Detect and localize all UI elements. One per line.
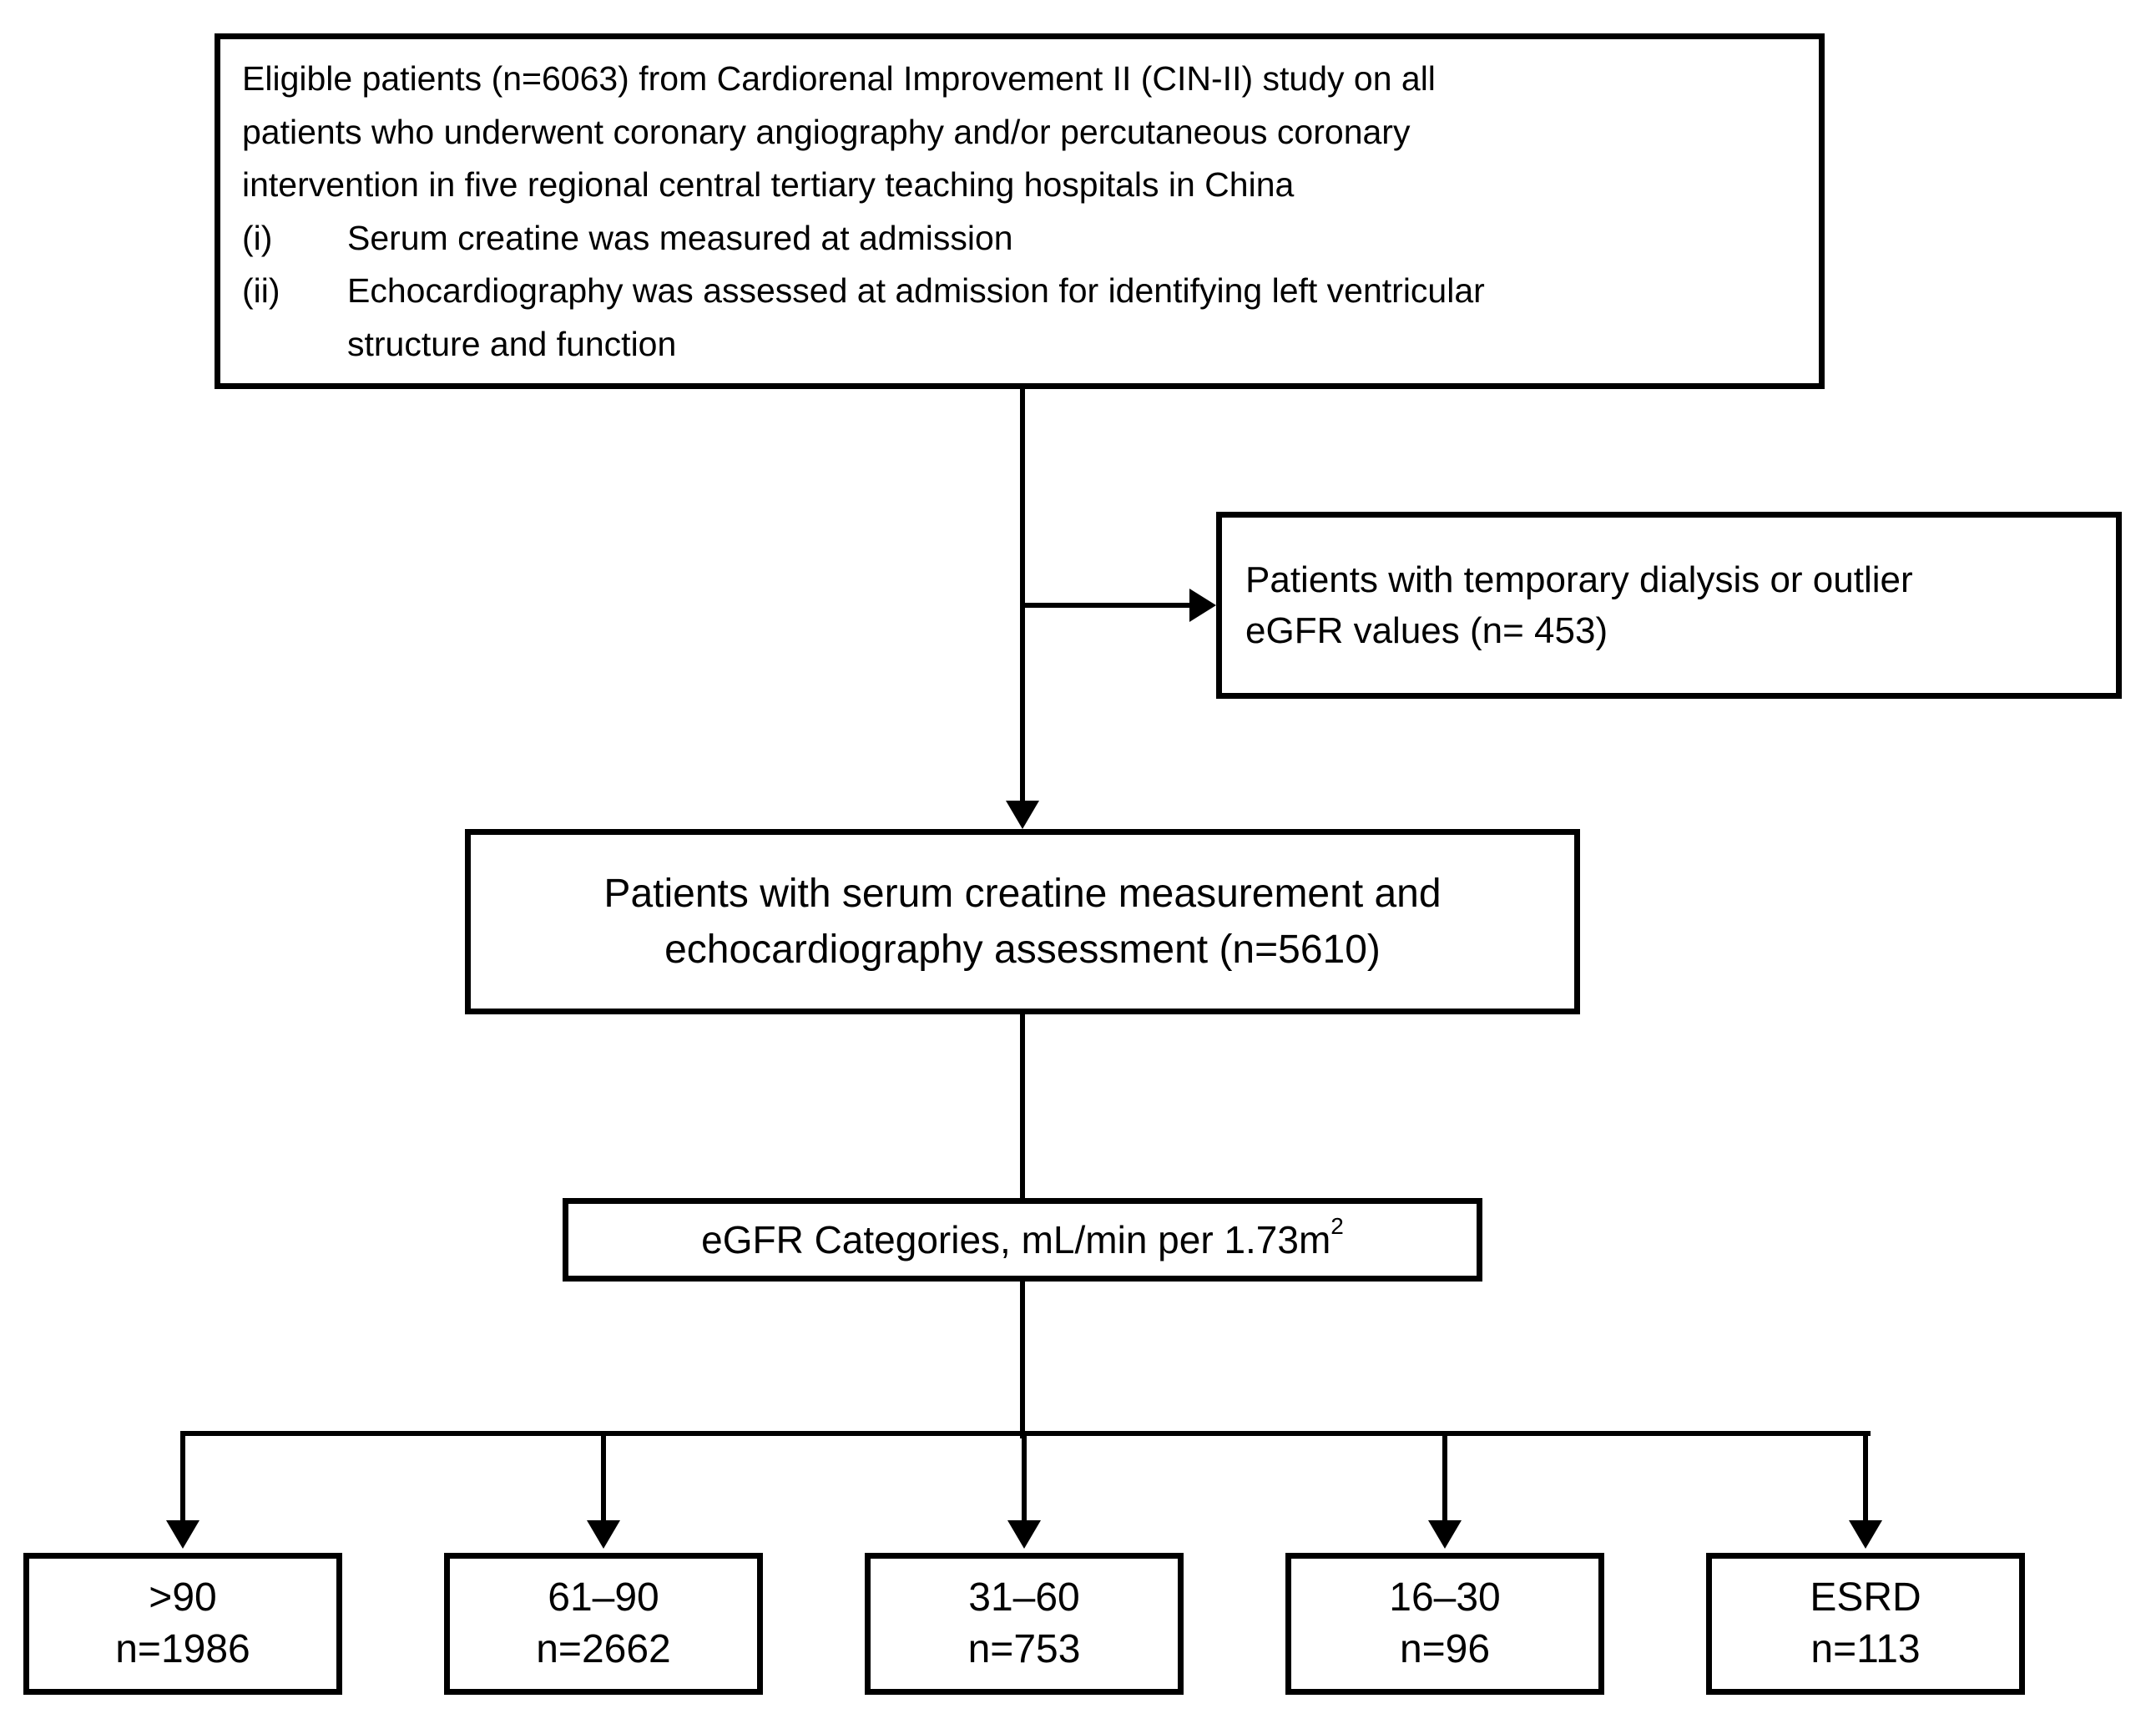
connector-to-category-4: [1442, 1433, 1447, 1520]
exclusion-box: Patients with temporary dialysis or outl…: [1216, 512, 2122, 699]
eligible-patients-box: Eligible patients (n=6063) from Cardiore…: [215, 33, 1825, 389]
cohort-text-line-2: echocardiography assessment (n=5610): [664, 928, 1381, 972]
criterion-ii-text-line-2: structure and function: [347, 324, 677, 363]
category-range: ESRD: [1810, 1575, 1921, 1620]
connector-to-category-3: [1022, 1433, 1027, 1520]
criterion-i-marker: (i): [242, 218, 273, 257]
category-count: n=1986: [115, 1627, 250, 1671]
connector-to-category-2: [601, 1433, 606, 1520]
exclusion-text-line-1: Patients with temporary dialysis or outl…: [1245, 559, 1913, 600]
category-box-16-30: 16–30 n=96: [1285, 1553, 1604, 1695]
category-box-31-60: 31–60 n=753: [865, 1553, 1184, 1695]
arrowhead-into-cohort-icon: [1006, 801, 1039, 829]
connector-to-category-5: [1863, 1433, 1868, 1520]
arrowhead-category-2-icon: [587, 1520, 620, 1549]
criterion-item-i: (i) Serum creatine was measured at admis…: [242, 212, 1799, 265]
arrowhead-category-1-icon: [166, 1520, 199, 1549]
eligible-text-line-1: Eligible patients (n=6063) from Cardiore…: [242, 59, 1436, 98]
arrowhead-category-3-icon: [1007, 1520, 1041, 1549]
category-range: 31–60: [968, 1575, 1080, 1620]
cohort-text-line-1: Patients with serum creatine measurement…: [603, 872, 1442, 916]
criterion-item-ii: (ii) Echocardiography was assessed at ad…: [242, 265, 1799, 371]
arrowhead-category-4-icon: [1428, 1520, 1462, 1549]
category-range: 16–30: [1389, 1575, 1501, 1620]
connector-to-category-1: [180, 1433, 185, 1520]
egfr-categories-label: eGFR Categories, mL/min per 1.73m: [701, 1218, 1331, 1261]
category-count: n=753: [967, 1627, 1081, 1671]
category-box-esrd: ESRD n=113: [1706, 1553, 2025, 1695]
arrowhead-category-5-icon: [1849, 1520, 1882, 1549]
criterion-ii-text-line-1: Echocardiography was assessed at admissi…: [347, 271, 1485, 310]
category-box-61-90: 61–90 n=2662: [444, 1553, 763, 1695]
criterion-i-text: Serum creatine was measured at admission: [347, 218, 1013, 257]
eligible-text-line-3: intervention in five regional central te…: [242, 165, 1295, 204]
connector-top-to-cohort: [1020, 389, 1025, 803]
arrowhead-into-exclusion-icon: [1189, 589, 1216, 622]
cohort-box: Patients with serum creatine measurement…: [465, 829, 1580, 1014]
category-count: n=2662: [536, 1627, 671, 1671]
eligible-text-line-2: patients who underwent coronary angiogra…: [242, 112, 1411, 151]
exclusion-text-line-2: eGFR values (n= 453): [1245, 610, 1608, 651]
connector-egfr-to-distribution: [1020, 1282, 1025, 1438]
criterion-ii-marker: (ii): [242, 271, 280, 310]
category-count: n=96: [1399, 1627, 1491, 1671]
connector-cohort-to-egfr: [1020, 1014, 1025, 1198]
category-range: 61–90: [548, 1575, 659, 1620]
category-box-gt90: >90 n=1986: [23, 1553, 342, 1695]
connector-branch-to-exclusion: [1022, 603, 1189, 608]
category-range: >90: [149, 1575, 217, 1620]
category-count: n=113: [1810, 1627, 1921, 1671]
